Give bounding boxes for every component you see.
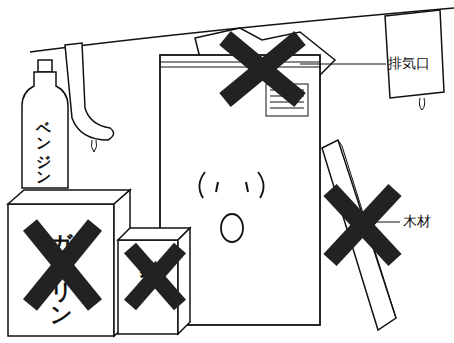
prohibit-mark bbox=[225, 38, 300, 100]
outline-part bbox=[118, 240, 178, 334]
water-drop bbox=[91, 140, 96, 152]
exhaust-vent bbox=[160, 66, 320, 67]
wood-edge bbox=[338, 140, 342, 146]
part-label: 木材 bbox=[403, 213, 431, 231]
benzine-bottle: ベンジン bbox=[20, 58, 70, 190]
prohibit-mark bbox=[30, 225, 95, 305]
outline-part bbox=[8, 190, 130, 204]
part-label: 排気口 bbox=[388, 55, 430, 73]
face-brow bbox=[258, 172, 264, 198]
gasoline-can: ガソリン bbox=[6, 186, 134, 338]
sock bbox=[65, 43, 114, 140]
outline-part bbox=[22, 72, 68, 188]
face-brow bbox=[199, 172, 205, 198]
adhesive-box: 接着剤 bbox=[116, 226, 192, 336]
face-eye bbox=[216, 182, 218, 192]
outline bbox=[116, 226, 192, 336]
outline-part bbox=[8, 204, 114, 336]
outline-part bbox=[38, 60, 52, 72]
water-drop bbox=[419, 98, 424, 110]
wood-plank bbox=[322, 140, 396, 330]
face-eye bbox=[246, 182, 248, 192]
product-name: ベンジン bbox=[34, 110, 53, 178]
product-name: ガソリン bbox=[46, 216, 76, 316]
prohibit-mark bbox=[330, 190, 395, 260]
towel bbox=[385, 10, 444, 98]
outline-part bbox=[178, 228, 190, 334]
leader-line bbox=[300, 64, 386, 65]
face-mouth bbox=[221, 214, 243, 242]
prohibit-mark bbox=[130, 248, 180, 305]
